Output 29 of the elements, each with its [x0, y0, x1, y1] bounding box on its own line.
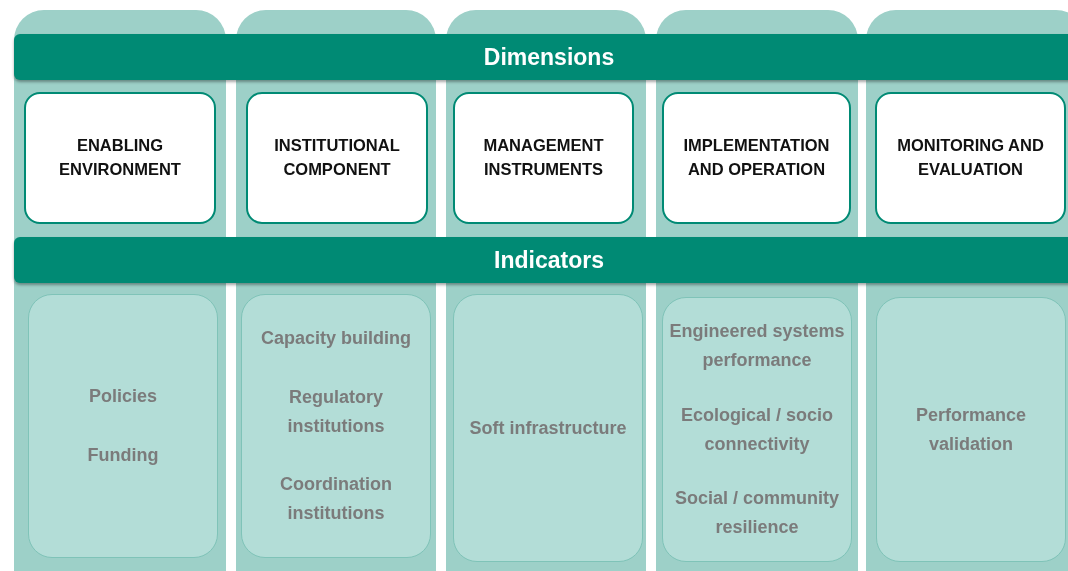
indicator-label: Regulatory institutions [286, 385, 386, 438]
indicator-card [241, 294, 431, 558]
indicator-label: Coordination institutions [279, 473, 393, 526]
indicator-label: Soft infrastructure [469, 416, 627, 440]
indicator-label: Social / community resilience [673, 487, 840, 540]
dimension-label: ENABLING ENVIRONMENT [58, 135, 182, 180]
dimension-card [246, 92, 428, 224]
dimension-card [875, 92, 1066, 224]
indicator-label: Engineered systems performance [668, 320, 846, 372]
dimension-label: MANAGEMENT INSTRUMENTS [482, 135, 605, 180]
banner-title: Indicators [494, 246, 604, 274]
dimension-card [453, 92, 634, 224]
indicator-label: Capacity building [261, 327, 411, 350]
indicator-label: Ecological / socio connectivity [679, 403, 834, 456]
indicator-card [662, 297, 852, 562]
indicator-label: Funding [87, 444, 159, 467]
dimension-card [662, 92, 851, 224]
dimension-label: IMPLEMENTATION AND OPERATION [682, 135, 831, 180]
indicator-card [453, 294, 643, 562]
indicator-card [876, 297, 1066, 562]
indicator-card [28, 294, 218, 558]
indicator-label: Policies [88, 385, 157, 409]
indicator-label: Performance validation [914, 403, 1028, 456]
section-banner [14, 237, 1068, 283]
dimension-label: INSTITUTIONAL COMPONENT [273, 135, 401, 180]
banner-title: Dimensions [483, 43, 615, 71]
section-banner [14, 34, 1068, 80]
dimension-label: MONITORING AND EVALUATION [896, 135, 1045, 180]
dimension-card [24, 92, 216, 224]
